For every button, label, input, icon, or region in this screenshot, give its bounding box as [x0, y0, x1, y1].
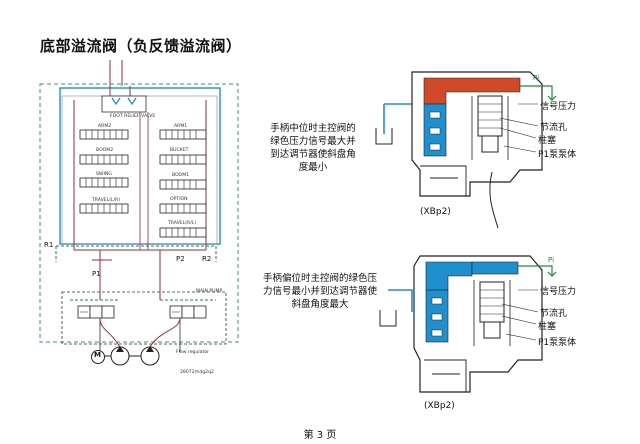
label-plunger-top: 柱塞	[538, 136, 557, 146]
plunger-bottom	[479, 281, 505, 323]
pilot-line-top	[520, 85, 553, 100]
spool-label-boom1: BOOM1	[172, 173, 190, 178]
label-plunger-bottom: 柱塞	[538, 322, 557, 332]
label-signal-pressure-bottom: 信号压力	[540, 287, 577, 297]
spool-label-arm2: ARM2	[98, 124, 112, 129]
page-number: 第 3 页	[303, 430, 337, 441]
spool-label-arm1: ARM1	[174, 124, 188, 129]
spool-label-travel-lr: TRAVEL(L/R)	[92, 198, 121, 203]
port-r2: R2	[202, 255, 212, 263]
plunger-top	[477, 95, 503, 137]
motor-symbol	[91, 350, 105, 364]
label-orifice-bottom: 节流孔	[540, 309, 568, 319]
pilot-line-bottom	[518, 265, 553, 276]
top-section	[375, 71, 557, 229]
caption-bottom: (XBp2)	[424, 401, 455, 411]
label-pump-body-bottom: P1泵泵体	[538, 338, 577, 348]
label-signal-pressure-top: 信号压力	[540, 102, 577, 112]
label-orifice-top: 节流孔	[540, 123, 568, 133]
label-pump-body-top: P1泵泵体	[538, 150, 577, 160]
signal-passage-bottom	[425, 261, 473, 291]
motor-label: M	[94, 351, 101, 359]
spool-label-bucket: BUCKET	[170, 148, 189, 153]
tank-symbol-bottom	[379, 310, 397, 327]
note-stroked: 手柄偏位时主控阀的绿色压 力信号最小并到达调节器使 斜盘角度最大	[262, 273, 377, 310]
spool-label-boom2: BOOM2	[96, 148, 114, 153]
port-p1: P1	[92, 270, 101, 278]
foot-relief-valve-label: FOOT RELIEF VALVE	[110, 114, 156, 119]
port-p2: P2	[176, 255, 185, 263]
pump-section	[61, 291, 227, 345]
outer-frame	[39, 83, 239, 343]
note-neutral: 手柄中位时主控阀的 绿色压力信号最大并 到达调节器使斜盘角 度最小	[270, 123, 356, 173]
bottom-section	[379, 255, 557, 393]
port-r1: R1	[44, 241, 54, 249]
caption-top: (XBp2)	[420, 207, 451, 217]
tank-symbol-top	[375, 128, 393, 145]
drawing-number: 28072rhdg2q2	[180, 370, 214, 375]
spool-label-travel-rl: TRAVEL(R/L)	[168, 221, 197, 226]
page-title: 底部溢流阀（负反馈溢流阀）	[40, 37, 242, 55]
flow-regulator-label: Flow regulator	[176, 350, 209, 355]
pilot-line	[55, 245, 217, 262]
right-spools	[159, 129, 207, 238]
spool-label-option: OPTION	[170, 197, 188, 202]
port-pi-bottom: Pi	[548, 256, 555, 264]
spool-label-swing: SWING	[96, 172, 112, 177]
port-pi-top: Pi	[533, 74, 540, 82]
main-pump-label: MAIN PUMP	[196, 289, 223, 294]
body-outline-bottom	[413, 255, 543, 393]
